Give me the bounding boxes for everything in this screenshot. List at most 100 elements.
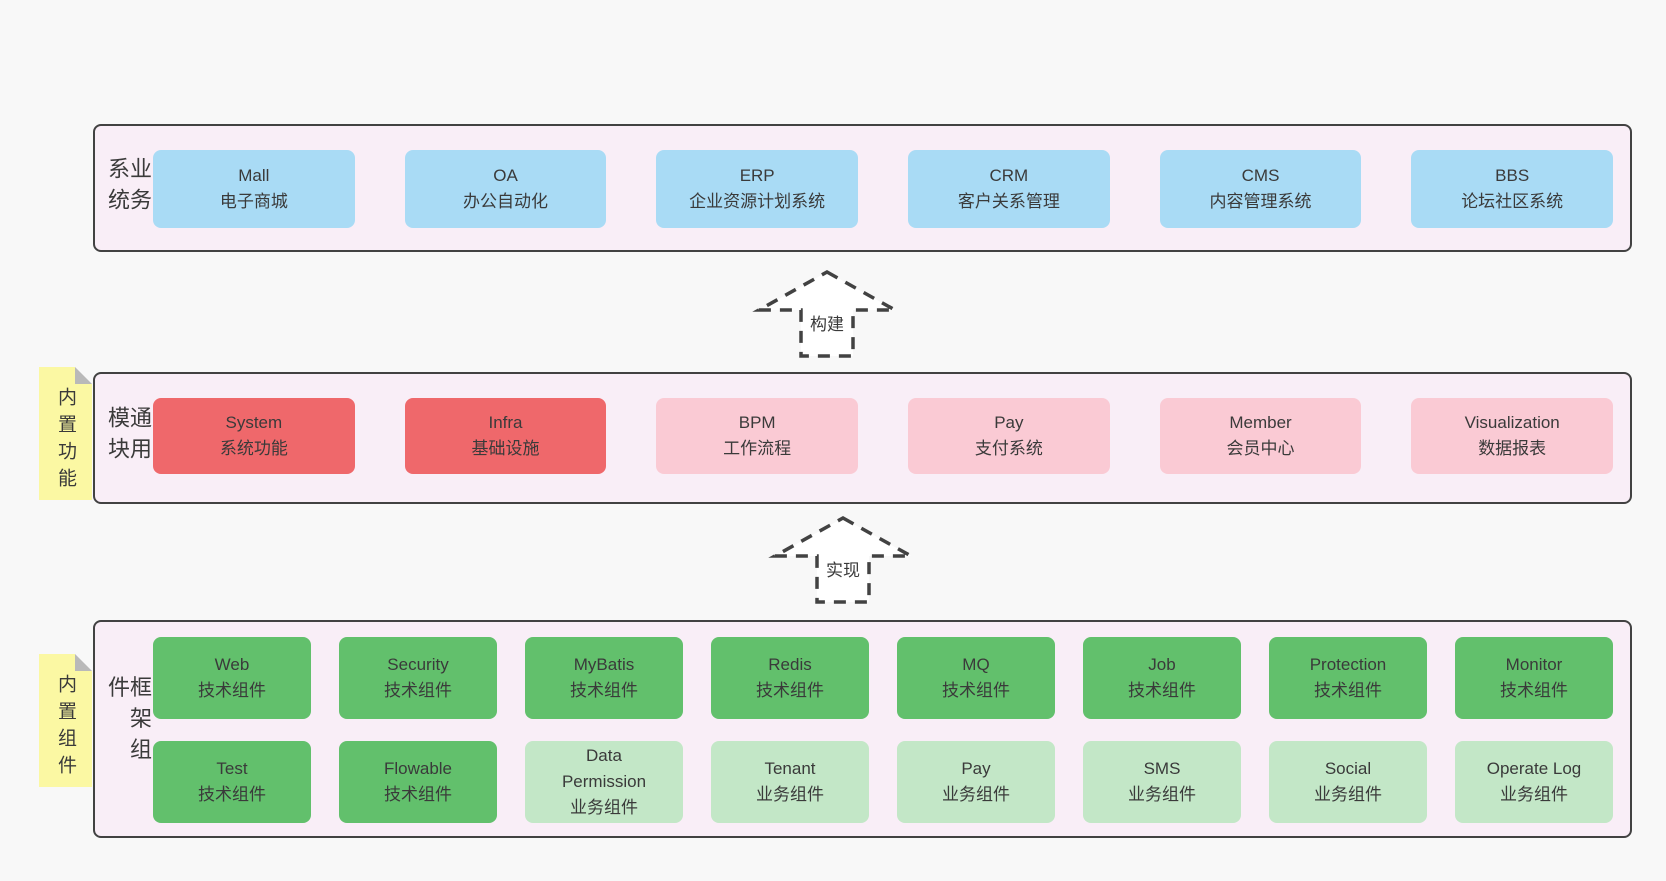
band-label-modules: 通用模块 xyxy=(105,406,152,468)
box-title: Monitor xyxy=(1505,655,1563,674)
box-subtitle: 系统功能 xyxy=(219,439,288,458)
folded-corner-icon xyxy=(75,654,92,671)
box-title: Operate Log xyxy=(1486,759,1582,778)
box-title: Social xyxy=(1324,759,1372,778)
box-subtitle: 业务组件 xyxy=(570,798,638,817)
box-subtitle: 企业资源计划系统 xyxy=(689,192,826,211)
sticky-note-text: 内置功能 xyxy=(55,386,76,495)
box-title: Pay xyxy=(994,413,1024,432)
box-subtitle: 论坛社区系统 xyxy=(1461,192,1564,211)
box-subtitle: 技术组件 xyxy=(1500,681,1568,700)
component-box: Infra 基础设施 xyxy=(404,398,607,474)
band-label-business: 业务系统 xyxy=(105,157,152,219)
box-title: Infra xyxy=(488,413,523,432)
box-title: Member xyxy=(1229,413,1292,432)
band-business-systems: 业务系统 Mall 电子商城 OA 办公自动化 ERP 企业资源计划系统 CRM 客户关系管理… xyxy=(93,124,1632,252)
box-title: BPM xyxy=(738,413,776,432)
component-box: Security 技术组件 xyxy=(339,637,497,719)
box-title: Test xyxy=(216,759,248,778)
box-title: BBS xyxy=(1495,166,1530,185)
box-title: Job xyxy=(1148,655,1176,674)
component-box: OA 办公自动化 xyxy=(404,150,607,228)
component-box: BBS 论坛社区系统 xyxy=(1411,150,1614,228)
box-subtitle: 内容管理系统 xyxy=(1209,192,1312,211)
component-box: Monitor 技术组件 xyxy=(1455,637,1613,719)
box-subtitle: 技术组件 xyxy=(198,785,266,804)
box-subtitle: 支付系统 xyxy=(974,439,1043,458)
box-subtitle: 技术组件 xyxy=(384,681,452,700)
component-box: System 系统功能 xyxy=(153,398,355,474)
box-subtitle: 技术组件 xyxy=(1314,681,1382,700)
implement-arrow: 实现 xyxy=(768,515,918,604)
component-box: Job 技术组件 xyxy=(1083,637,1241,719)
box-subtitle: 业务组件 xyxy=(1500,785,1568,804)
folded-corner-icon xyxy=(75,367,92,384)
box-title: MQ xyxy=(962,655,990,674)
box-subtitle: 技术组件 xyxy=(942,681,1010,700)
business-box-list: Mall 电子商城 OA 办公自动化 ERP 企业资源计划系统 CRM 客户关系管理 CMS 内容… xyxy=(153,150,1614,228)
box-title: MyBatis xyxy=(573,655,635,674)
band-label-components: 框架组件 xyxy=(105,675,152,769)
box-subtitle: 数据报表 xyxy=(1478,439,1547,458)
box-title: Protection xyxy=(1309,655,1387,674)
box-title: System xyxy=(225,413,283,432)
box-title: CRM xyxy=(989,166,1029,185)
component-box: Member 会员中心 xyxy=(1159,398,1362,474)
box-subtitle: 业务组件 xyxy=(1314,785,1382,804)
box-title: Data Permission xyxy=(561,746,647,791)
box-title: Mall xyxy=(238,166,270,185)
component-box: Web 技术组件 xyxy=(153,637,311,719)
sticky-note-built-in-features: 内置功能 xyxy=(39,367,92,500)
box-subtitle: 会员中心 xyxy=(1226,439,1295,458)
box-subtitle: 客户关系管理 xyxy=(957,192,1060,211)
component-box: MQ 技术组件 xyxy=(897,637,1055,719)
modules-box-list: System 系统功能 Infra 基础设施 BPM 工作流程 Pay 支付系统 Member 会… xyxy=(153,398,1614,474)
sticky-note-text: 内置组件 xyxy=(55,673,76,782)
component-box: Visualization 数据报表 xyxy=(1411,398,1614,474)
box-subtitle: 办公自动化 xyxy=(463,192,548,211)
box-title: OA xyxy=(493,166,518,185)
component-box: CRM 客户关系管理 xyxy=(908,150,1110,228)
box-subtitle: 电子商城 xyxy=(219,192,288,211)
component-box: Test 技术组件 xyxy=(153,741,311,823)
box-title: Security xyxy=(387,655,449,674)
component-box: Operate Log 业务组件 xyxy=(1455,741,1613,823)
box-title: Visualization xyxy=(1464,413,1560,432)
band-common-modules: 通用模块 System 系统功能 Infra 基础设施 BPM 工作流程 Pay 支付系统 Me… xyxy=(93,372,1632,504)
box-title: Tenant xyxy=(764,759,816,778)
box-subtitle: 基础设施 xyxy=(471,439,540,458)
box-subtitle: 技术组件 xyxy=(1128,681,1196,700)
build-arrow: 构建 xyxy=(752,269,902,358)
box-title: Web xyxy=(214,655,250,674)
component-box: Redis 技术组件 xyxy=(711,637,869,719)
box-subtitle: 工作流程 xyxy=(723,439,792,458)
component-box: BPM 工作流程 xyxy=(656,398,859,474)
box-subtitle: 业务组件 xyxy=(942,785,1010,804)
box-subtitle: 技术组件 xyxy=(384,785,452,804)
box-title: CMS xyxy=(1241,166,1280,185)
box-subtitle: 技术组件 xyxy=(198,681,266,700)
box-subtitle: 技术组件 xyxy=(570,681,638,700)
box-title: Redis xyxy=(768,655,812,674)
box-subtitle: 技术组件 xyxy=(756,681,824,700)
component-box: CMS 内容管理系统 xyxy=(1159,150,1362,228)
box-title: ERP xyxy=(739,166,775,185)
build-arrow-label: 构建 xyxy=(808,310,846,335)
component-box: Data Permission 业务组件 xyxy=(525,741,683,823)
implement-arrow-label: 实现 xyxy=(824,556,862,581)
component-box: MyBatis 技术组件 xyxy=(525,637,683,719)
sticky-note-built-in-components: 内置组件 xyxy=(39,654,92,787)
component-box: Protection 技术组件 xyxy=(1269,637,1427,719)
box-subtitle: 业务组件 xyxy=(1128,785,1196,804)
component-box: Pay 业务组件 xyxy=(897,741,1055,823)
box-title: Flowable xyxy=(383,759,453,778)
component-box: ERP 企业资源计划系统 xyxy=(656,150,859,228)
component-box: Mall 电子商城 xyxy=(153,150,355,228)
component-box: Pay 支付系统 xyxy=(908,398,1110,474)
box-title: Pay xyxy=(961,759,991,778)
